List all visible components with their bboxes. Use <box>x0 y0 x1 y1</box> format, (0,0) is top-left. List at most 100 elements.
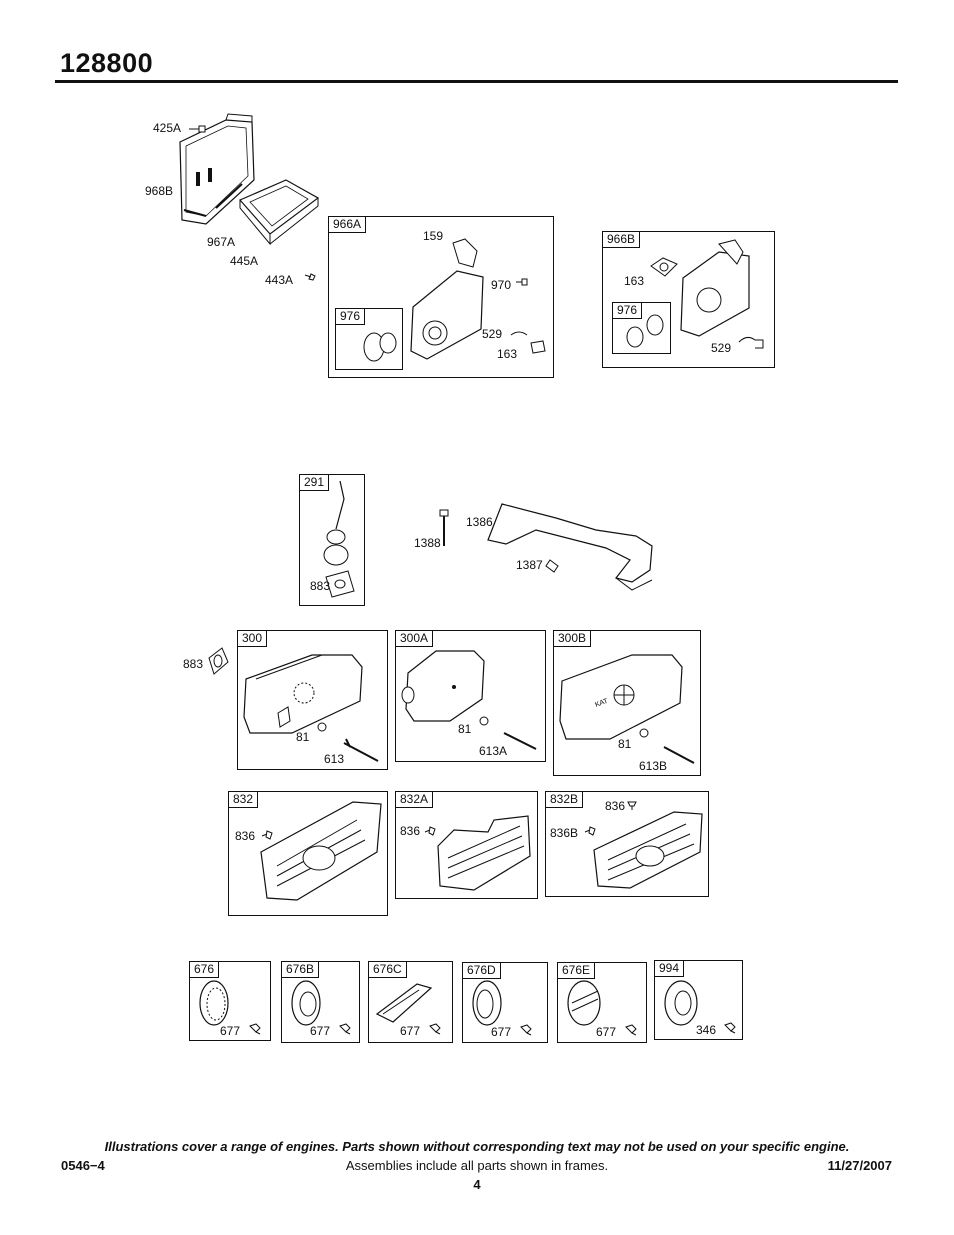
screw-677-icon <box>428 1022 442 1036</box>
muffler-guard-832A-drawing <box>434 806 534 894</box>
part-label: 81 <box>618 737 632 751</box>
part-label: 836 <box>605 799 626 813</box>
governor-control-linkage-drawing <box>436 500 658 592</box>
frame-976-b: 976 <box>612 302 671 354</box>
breather-tube-drawing <box>509 327 549 357</box>
part-label: 81 <box>458 722 472 736</box>
frame-tag: 676C <box>369 962 407 978</box>
frame-tag: 300A <box>396 631 434 647</box>
frame-tag: 832B <box>546 792 584 808</box>
part-label: 970 <box>491 278 512 292</box>
svg-text:KAT: KAT <box>594 698 609 709</box>
frame-832A: 832A 836 <box>395 791 538 899</box>
page-number: 4 <box>473 1177 481 1192</box>
bolt-613-drawing <box>316 721 386 767</box>
frame-tag: 966A <box>329 217 367 233</box>
frame-tag: 994 <box>655 961 685 977</box>
frame-676E: 676E 677 <box>557 962 647 1043</box>
title-rule <box>55 80 898 83</box>
spark-arrester-994-drawing <box>659 975 703 1029</box>
muffler-guard-832-drawing <box>257 796 383 906</box>
screw-677-icon <box>624 1023 638 1037</box>
muffler-300-drawing <box>242 647 366 737</box>
frame-tag: 300 <box>238 631 268 647</box>
part-label: 163 <box>497 347 518 361</box>
screw-677-icon <box>248 1022 262 1036</box>
assemblies-note: Assemblies include all parts shown in fr… <box>345 1158 609 1173</box>
screw-677-icon <box>338 1022 352 1036</box>
document-date: 11/27/2007 <box>827 1158 892 1173</box>
part-label: 443A <box>265 273 294 287</box>
frame-676D: 676D 677 <box>462 962 548 1043</box>
frame-tag: 676D <box>463 963 501 979</box>
part-label: 1387 <box>516 558 543 572</box>
muffler-deflector-676C-drawing <box>373 980 437 1026</box>
muffler-deflector-676E-drawing <box>562 977 610 1029</box>
air-cleaner-cover-968B-drawing <box>176 112 256 232</box>
frame-tag: 976 <box>613 303 643 319</box>
part-label: 425A <box>153 121 182 135</box>
part-label: 81 <box>296 730 310 744</box>
footer-note: Illustrations cover a range of engines. … <box>104 1139 850 1154</box>
choke-bulb-b-drawing <box>621 313 669 351</box>
frame-832: 832 836 <box>228 791 388 916</box>
frame-tag: 976 <box>336 309 366 325</box>
part-label: 836B <box>550 826 579 840</box>
frame-832B: 832B 836 836B <box>545 791 709 897</box>
frame-994: 994 346 <box>654 960 743 1040</box>
muffler-300B-drawing: KAT <box>558 647 688 743</box>
part-label: 968B <box>145 184 174 198</box>
screw-677-icon <box>519 1023 533 1037</box>
part-label: 677 <box>220 1024 241 1038</box>
page-title: 128800 <box>60 48 154 78</box>
stop-switch-drawing <box>314 479 360 599</box>
screw-836B-icon <box>584 826 596 836</box>
part-label: 677 <box>400 1024 421 1038</box>
air-filter-445A-drawing <box>236 178 322 250</box>
part-label: 1388 <box>414 536 441 550</box>
part-label: 346 <box>696 1023 717 1037</box>
part-label: 529 <box>711 341 732 355</box>
part-label: 677 <box>310 1024 331 1038</box>
frame-tag: 832 <box>229 792 259 808</box>
screw-836-icon <box>424 826 436 836</box>
part-label: 445A <box>230 254 259 268</box>
choke-bulb-drawing <box>360 329 400 367</box>
frame-tag: 966B <box>603 232 641 248</box>
screw-970-icon <box>516 277 529 287</box>
frame-tag: 300B <box>554 631 592 647</box>
part-label: 967A <box>207 235 236 249</box>
muffler-guard-832B-drawing <box>590 806 706 892</box>
gasket-163-drawing <box>647 256 681 278</box>
muffler-300A-drawing <box>400 647 490 723</box>
part-label: 836 <box>400 824 421 838</box>
part-label: 836 <box>235 829 256 843</box>
screw-346-icon <box>723 1021 737 1035</box>
frame-976-a: 976 <box>335 308 403 370</box>
frame-300B: 300B KAT 81 613B <box>553 630 701 776</box>
part-label: 613 <box>324 752 345 766</box>
frame-676: 676 677 <box>189 961 271 1041</box>
part-label: 883 <box>183 657 204 671</box>
muffler-deflector-676B-drawing <box>288 978 328 1028</box>
frame-966B: 966B 163 529 976 <box>602 231 775 368</box>
frame-tag: 291 <box>300 475 330 491</box>
bolt-613A-drawing <box>478 715 542 755</box>
part-label: 163 <box>624 274 645 288</box>
frame-300A: 300A 81 613A <box>395 630 546 762</box>
screw-425A-icon <box>189 124 207 134</box>
frame-tag: 676B <box>282 962 320 978</box>
frame-tag: 676E <box>558 963 596 979</box>
gasket-883-drawing <box>206 646 230 676</box>
frame-tag: 832A <box>396 792 434 808</box>
part-label: 677 <box>596 1025 617 1039</box>
bolt-613B-drawing <box>638 727 700 769</box>
part-label: 883 <box>310 579 331 593</box>
frame-291: 291 883 <box>299 474 365 606</box>
part-label: 613A <box>479 744 508 758</box>
part-label: 1386 <box>466 515 493 529</box>
frame-676C: 676C 677 <box>368 961 453 1043</box>
part-label: 613B <box>639 759 668 773</box>
part-label: 159 <box>423 229 444 243</box>
frame-966A: 966A 159 970 529 163 976 <box>328 216 554 378</box>
